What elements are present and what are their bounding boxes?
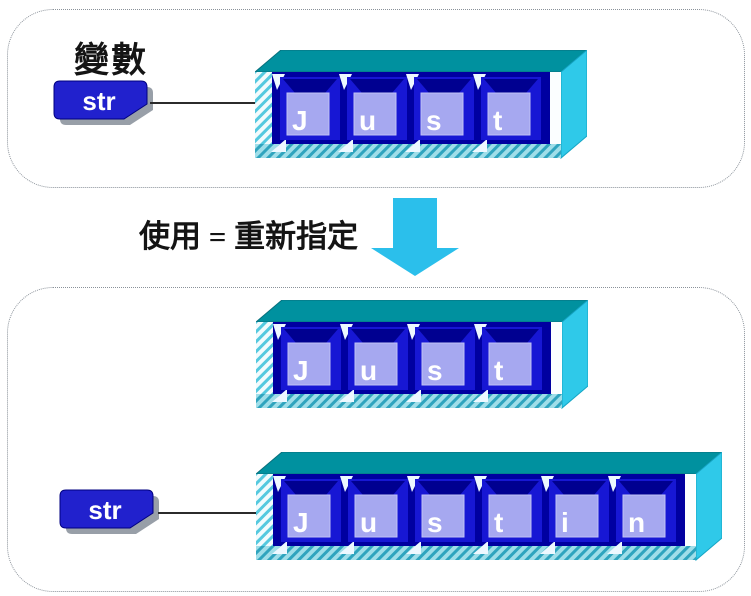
variable-label: 變數: [74, 41, 149, 80]
str-tag-label: str: [82, 86, 115, 116]
transition-caption: 使用 = 重新指定: [139, 219, 359, 254]
svg-text:t: t: [494, 355, 503, 386]
tag-body: [59, 489, 154, 529]
svg-text:u: u: [360, 355, 377, 386]
tag-body: [53, 80, 148, 120]
svg-text:J: J: [293, 355, 309, 386]
svg-text:s: s: [426, 105, 442, 136]
svg-text:J: J: [293, 507, 309, 538]
down-arrow-icon: [371, 198, 459, 276]
svg-text:s: s: [427, 355, 443, 386]
svg-text:t: t: [494, 507, 503, 538]
str-tag-label: str: [88, 495, 121, 525]
str-pointer-tag: str: [59, 489, 159, 534]
pointer-line: [150, 102, 257, 104]
svg-text:s: s: [427, 507, 443, 538]
svg-text:i: i: [561, 507, 569, 538]
svg-text:u: u: [360, 507, 377, 538]
svg-text:n: n: [628, 507, 645, 538]
svg-text:t: t: [493, 105, 502, 136]
str-pointer-tag: str: [53, 80, 153, 125]
svg-text:u: u: [359, 105, 376, 136]
pointer-line: [158, 512, 258, 514]
svg-text:J: J: [292, 105, 308, 136]
